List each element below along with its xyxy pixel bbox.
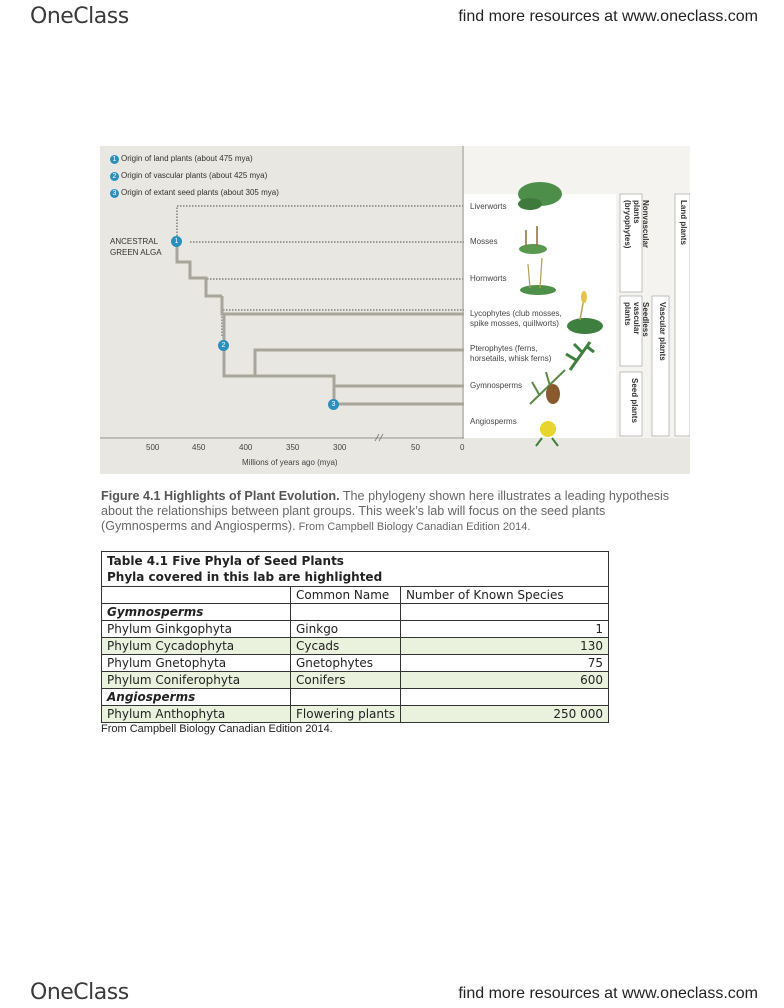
taxon-gymnosperms: Gymnosperms	[470, 381, 522, 391]
band-seedless-vascular: Seedless vascular plants	[623, 302, 650, 337]
table-row: Phylum Gnetophyta Gnetophytes 75	[102, 655, 609, 672]
column-header: Common Name	[291, 587, 401, 604]
common-name-cell: Gnetophytes	[291, 655, 401, 672]
taxon-pterophytes: Pterophytes (ferns, horsetails, whisk fe…	[470, 344, 551, 364]
column-header: Number of Known Species	[400, 587, 608, 604]
taxon-angiosperms: Angiosperms	[470, 417, 517, 427]
axis-tick: 450	[192, 443, 205, 452]
band-nonvascular: Nonvascular plants (bryophytes)	[623, 200, 650, 248]
axis-tick: 0	[460, 443, 464, 452]
table-row: Phylum Coniferophyta Conifers 600	[102, 672, 609, 689]
oneclass-logo[interactable]: OneClass	[30, 4, 129, 29]
phylum-cell: Phylum Gnetophyta	[102, 655, 291, 672]
axis-tick: 300	[333, 443, 346, 452]
node-1: 1	[171, 236, 182, 247]
seed-plants-table: Table 4.1 Five Phyla of Seed Plants Phyl…	[101, 551, 609, 723]
common-name-cell: Cycads	[291, 638, 401, 655]
taxon-hornworts: Hornworts	[470, 274, 506, 284]
resources-link[interactable]: find more resources at www.oneclass.com	[458, 985, 758, 1003]
brand-name: OneClass	[30, 980, 129, 1005]
figure-caption: Figure 4.1 Highlights of Plant Evolution…	[101, 489, 691, 535]
table-row: Phylum Anthophyta Flowering plants 250 0…	[102, 706, 609, 723]
band-vascular-plants: Vascular plants	[658, 302, 667, 361]
band-seed-plants: Seed plants	[630, 378, 639, 423]
phylum-cell: Phylum Cycadophyta	[102, 638, 291, 655]
species-count-cell: 75	[400, 655, 608, 672]
group-label: Angiosperms	[102, 689, 291, 706]
phylum-cell: Phylum Coniferophyta	[102, 672, 291, 689]
table-title: Table 4.1 Five Phyla of Seed Plants	[107, 553, 603, 569]
brand-name: OneClass	[30, 4, 129, 29]
table-caption-row: Table 4.1 Five Phyla of Seed Plants Phyl…	[102, 552, 609, 587]
species-count-cell: 250 000	[400, 706, 608, 723]
group-label: Gymnosperms	[102, 604, 291, 621]
axis-title: Millions of years ago (mya)	[242, 458, 338, 467]
ancestral-label: ANCESTRAL GREEN ALGA	[110, 236, 162, 258]
table-source: From Campbell Biology Canadian Edition 2…	[101, 723, 333, 735]
table-row: Phylum Cycadophyta Cycads 130	[102, 638, 609, 655]
common-name-cell: Conifers	[291, 672, 401, 689]
axis-tick: 400	[239, 443, 252, 452]
species-count-cell: 130	[400, 638, 608, 655]
node-2: 2	[218, 340, 229, 351]
caption-source: From Campbell Biology Canadian Edition 2…	[296, 521, 531, 533]
taxon-mosses: Mosses	[470, 237, 498, 247]
table-header-row: Common Name Number of Known Species	[102, 587, 609, 604]
axis-tick: 350	[286, 443, 299, 452]
column-header	[102, 587, 291, 604]
species-count-cell: 1	[400, 621, 608, 638]
phylum-cell: Phylum Ginkgophyta	[102, 621, 291, 638]
resources-link[interactable]: find more resources at www.oneclass.com	[458, 8, 758, 26]
axis-tick: 500	[146, 443, 159, 452]
common-name-cell: Ginkgo	[291, 621, 401, 638]
taxon-lycophytes: Lycophytes (club mosses, spike mosses, q…	[470, 309, 562, 329]
table-subtitle: Phyla covered in this lab are highlighte…	[107, 569, 603, 585]
group-row: Angiosperms	[102, 689, 609, 706]
common-name-cell: Flowering plants	[291, 706, 401, 723]
caption-title: Figure 4.1 Highlights of Plant Evolution…	[101, 489, 340, 503]
taxon-liverworts: Liverworts	[470, 202, 506, 212]
group-row: Gymnosperms	[102, 604, 609, 621]
band-land-plants: Land plants	[679, 200, 688, 245]
table-row: Phylum Ginkgophyta Ginkgo 1	[102, 621, 609, 638]
phylum-cell: Phylum Anthophyta	[102, 706, 291, 723]
axis-tick: 50	[411, 443, 420, 452]
species-count-cell: 600	[400, 672, 608, 689]
node-3: 3	[328, 399, 339, 410]
oneclass-logo[interactable]: OneClass	[30, 980, 129, 1005]
